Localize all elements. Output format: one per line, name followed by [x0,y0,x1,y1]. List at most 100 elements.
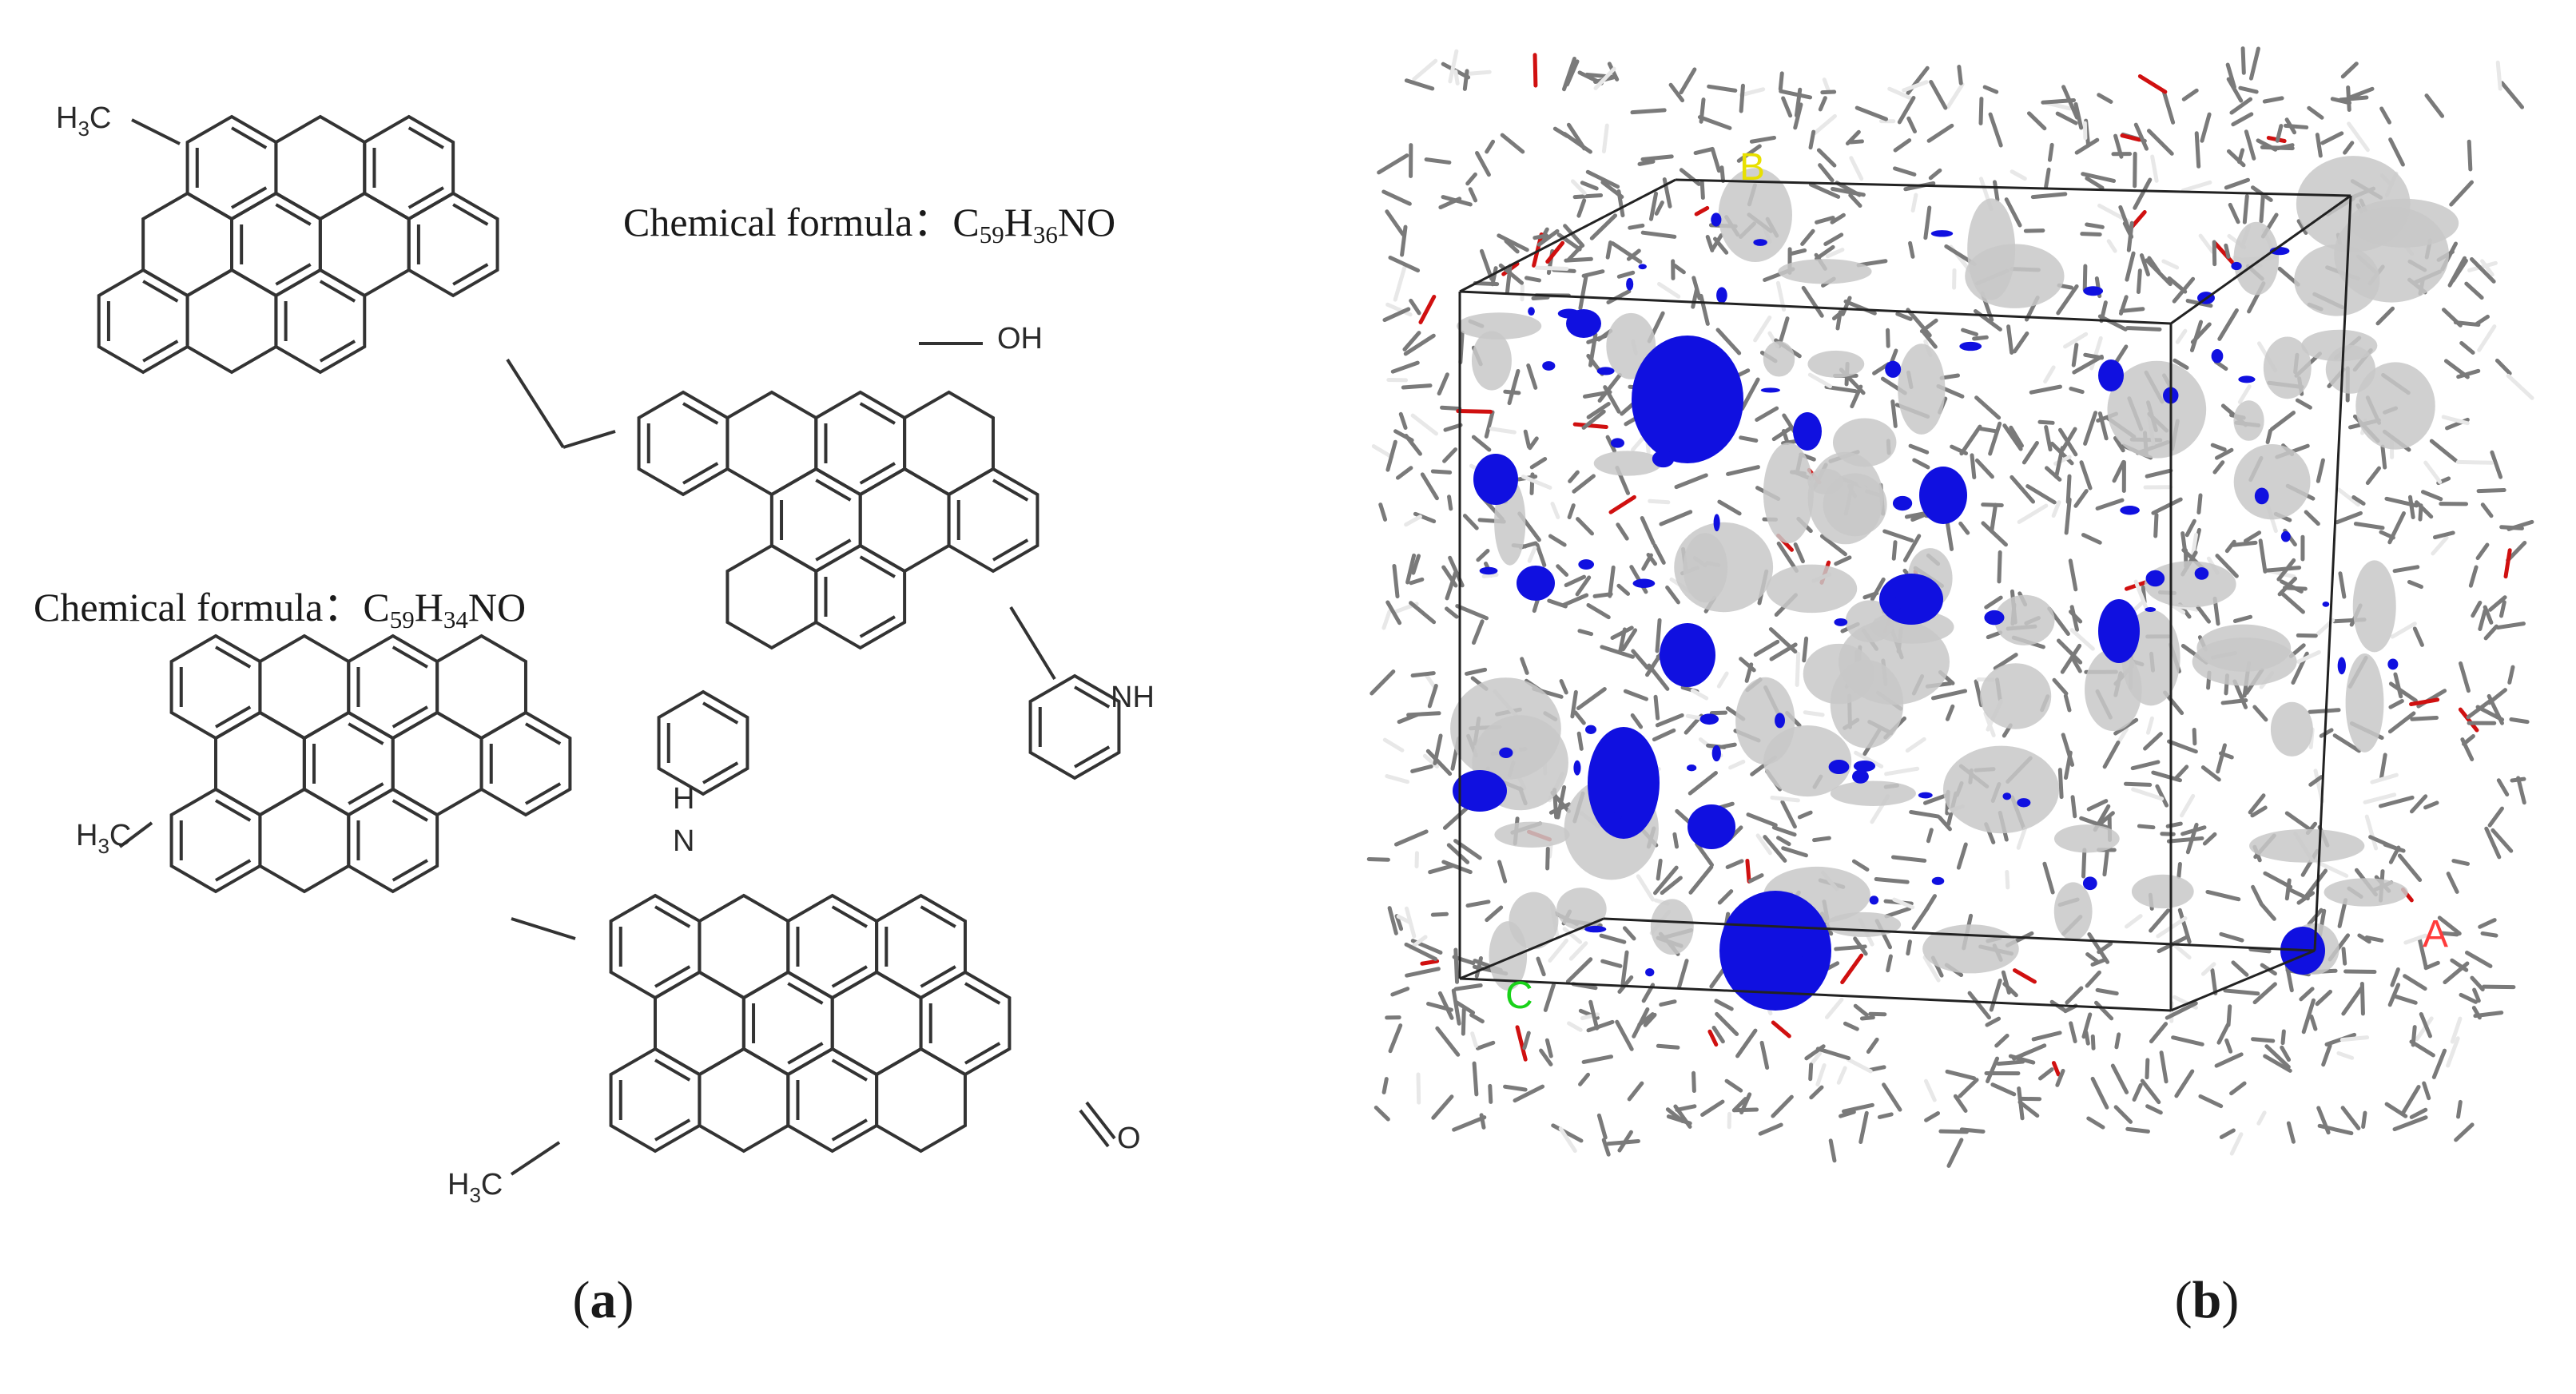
bond-stick [1580,181,1599,191]
bond-stick [2190,322,2212,344]
bond-stick [2301,998,2316,1035]
bond-stick [1398,411,1408,430]
blue-isosurface-fragment [1699,713,1719,725]
gray-isosurface [1683,533,1728,603]
bond-stick [1994,1033,2010,1048]
aromatic-ring [858,467,951,574]
bond-stick [1385,439,1397,472]
blue-isosurface-fragment [2002,792,2012,800]
bond-stick [1884,766,1920,776]
bond-stick [2459,340,2475,355]
blue-isosurface-fragment [2211,349,2224,363]
bond-stick [2112,459,2126,483]
blue-isosurface-fragment [1573,760,1581,776]
bond-stick [2387,511,2406,545]
bond-stick [1382,307,1411,323]
bond-stick [2248,947,2272,954]
bond-stick [2010,169,2027,181]
bond-stick [1385,774,1410,784]
bond-stick [1808,182,1841,199]
bond-stick [2086,1116,2105,1130]
bond-stick [1556,564,1569,578]
bond-stick [2213,241,2237,268]
bond-stick [2388,681,2418,703]
bond-stick [1441,195,1473,207]
bond-stick [1588,999,1600,1031]
bond-stick [2478,608,2487,631]
bond-stick [1412,58,1438,81]
bond-stick [2205,889,2241,902]
bond-stick [1462,514,1479,530]
bond-stick [1515,1025,1528,1062]
bond-stick [1781,96,1793,118]
bond-stick [2338,571,2347,599]
bond-stick [2449,180,2474,207]
aromatic-ring [435,633,527,741]
cell-edge [2313,195,2352,951]
bond-stick [2265,428,2272,444]
bond-stick [1387,906,1398,935]
bond-stick [1539,1048,1553,1066]
bond-stick [1617,627,1627,655]
bond-stick [1622,926,1636,941]
bond-stick [1606,289,1632,304]
bond-stick [1825,997,1844,1019]
blue-isosurface-fragment [1853,760,1876,772]
bond-stick [1465,172,1477,186]
bond-stick [2275,124,2284,143]
bond-stick [1446,843,1470,864]
bond-stick [2070,795,2077,819]
bond-stick [1731,1097,1748,1113]
blue-isosurface-fragment [1578,559,1595,570]
bond-stick [1576,687,1607,711]
aromatic-ring [274,268,367,375]
cell-edge [2170,949,2316,1012]
bond-stick [1695,841,1715,868]
double-bond [787,1042,824,1065]
bond-stick [1923,1078,1937,1102]
bond-stick [1810,1051,1823,1065]
bond-stick [1656,858,1663,881]
bond-stick [2194,131,2201,169]
double-bond [392,645,428,669]
bond-stick [2387,711,2416,734]
bond-stick [1771,825,1797,837]
bond-stick [1564,574,1587,588]
bond-stick [1815,1046,1851,1061]
bond-stick [2224,1038,2233,1054]
bond-stick [1699,293,1710,326]
bond-stick [2495,358,2512,375]
bond-stick [1654,201,1664,216]
bond-stick [1479,248,1494,281]
bond-stick [2499,525,2524,530]
bond-stick [1926,123,1954,143]
bond-stick [1735,1028,1758,1058]
bond-stick [2002,423,2023,451]
bond-stick [1632,1007,1650,1039]
bond-stick [1653,865,1679,896]
bond-stick [2320,131,2344,145]
bond-stick [1812,836,1831,843]
bond-stick [1735,368,1751,378]
bond-stick [1843,299,1877,316]
aromatic-ring [363,114,455,221]
bond-stick [2484,826,2502,860]
bond-stick [1403,333,1436,356]
gray-isosurface [2355,362,2435,450]
bond-stick [2151,497,2183,515]
bond-stick [1970,453,1977,479]
bond-stick [1596,1113,1608,1140]
bond-stick [1688,864,1714,895]
bond-stick [2219,1128,2236,1139]
bond-stick [2248,793,2266,815]
bond-stick [1589,213,1618,240]
bond-stick [2390,967,2400,987]
bond-stick [2149,1022,2169,1044]
bond-stick [1392,564,1400,599]
double-bond [348,722,384,745]
bond-stick [1961,328,1979,336]
bond-stick [2217,308,2239,341]
blue-isosurface-fragment [2238,375,2256,383]
double-bond [920,905,956,928]
bond-stick [1892,897,1915,910]
